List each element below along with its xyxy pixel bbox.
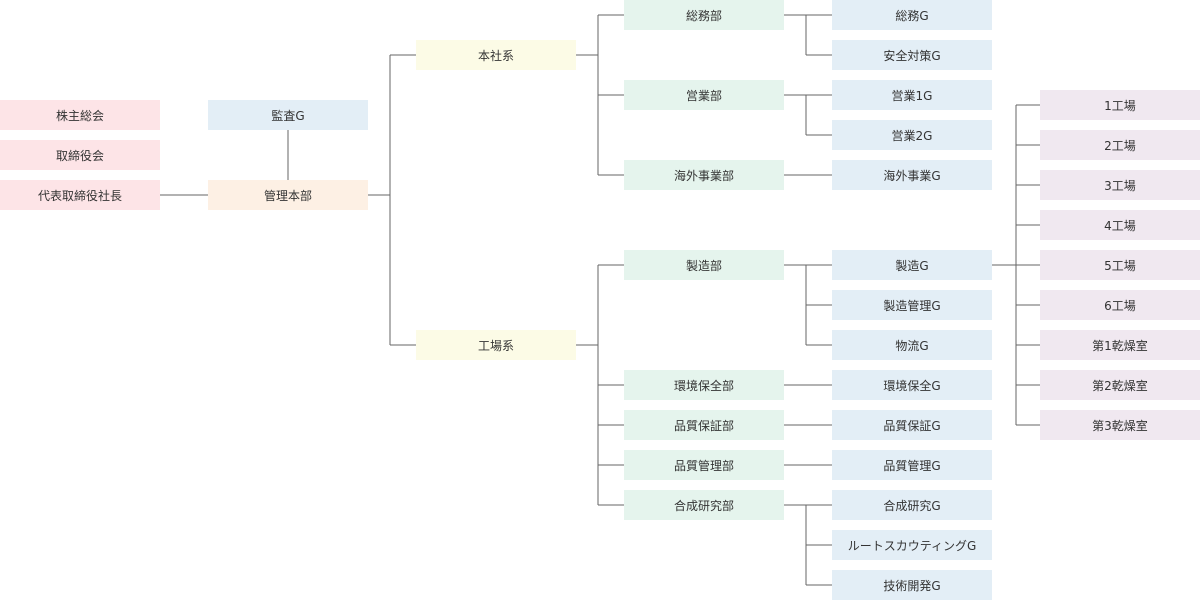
factory-5-box: 5工場 [1040,250,1200,280]
sales-1-group-box: 営業1G [832,80,992,110]
factory-3-box: 3工場 [1040,170,1200,200]
overseas-group-box: 海外事業G [832,160,992,190]
quality-control-dept-box: 品質管理部 [624,450,784,480]
manufacturing-dept-box: 製造部 [624,250,784,280]
environment-dept-box: 環境保全部 [624,370,784,400]
overseas-dept-box: 海外事業部 [624,160,784,190]
general-affairs-dept-box: 総務部 [624,0,784,30]
factory-branch-box: 工場系 [416,330,576,360]
safety-group-box: 安全対策G [832,40,992,70]
manufacturing-management-group-box: 製造管理G [832,290,992,320]
factory-6-box: 6工場 [1040,290,1200,320]
board-of-directors-box: 取締役会 [0,140,160,170]
drying-room-3-box: 第3乾燥室 [1040,410,1200,440]
quality-control-group-box: 品質管理G [832,450,992,480]
factory-2-box: 2工場 [1040,130,1200,160]
head-office-branch-box: 本社系 [416,40,576,70]
sales-2-group-box: 営業2G [832,120,992,150]
synthesis-research-dept-box: 合成研究部 [624,490,784,520]
factory-4-box: 4工場 [1040,210,1200,240]
factory-1-box: 1工場 [1040,90,1200,120]
sales-dept-box: 営業部 [624,80,784,110]
route-scouting-group-box: ルートスカウティングG [832,530,992,560]
shareholders-meeting-box: 株主総会 [0,100,160,130]
quality-assurance-group-box: 品質保証G [832,410,992,440]
management-headquarters-box: 管理本部 [208,180,368,210]
environment-group-box: 環境保全G [832,370,992,400]
quality-assurance-dept-box: 品質保証部 [624,410,784,440]
technology-development-group-box: 技術開発G [832,570,992,600]
audit-group-box: 監査G [208,100,368,130]
drying-room-1-box: 第1乾燥室 [1040,330,1200,360]
president-box: 代表取締役社長 [0,180,160,210]
manufacturing-group-box: 製造G [832,250,992,280]
synthesis-research-group-box: 合成研究G [832,490,992,520]
drying-room-2-box: 第2乾燥室 [1040,370,1200,400]
logistics-group-box: 物流G [832,330,992,360]
general-affairs-group-box: 総務G [832,0,992,30]
